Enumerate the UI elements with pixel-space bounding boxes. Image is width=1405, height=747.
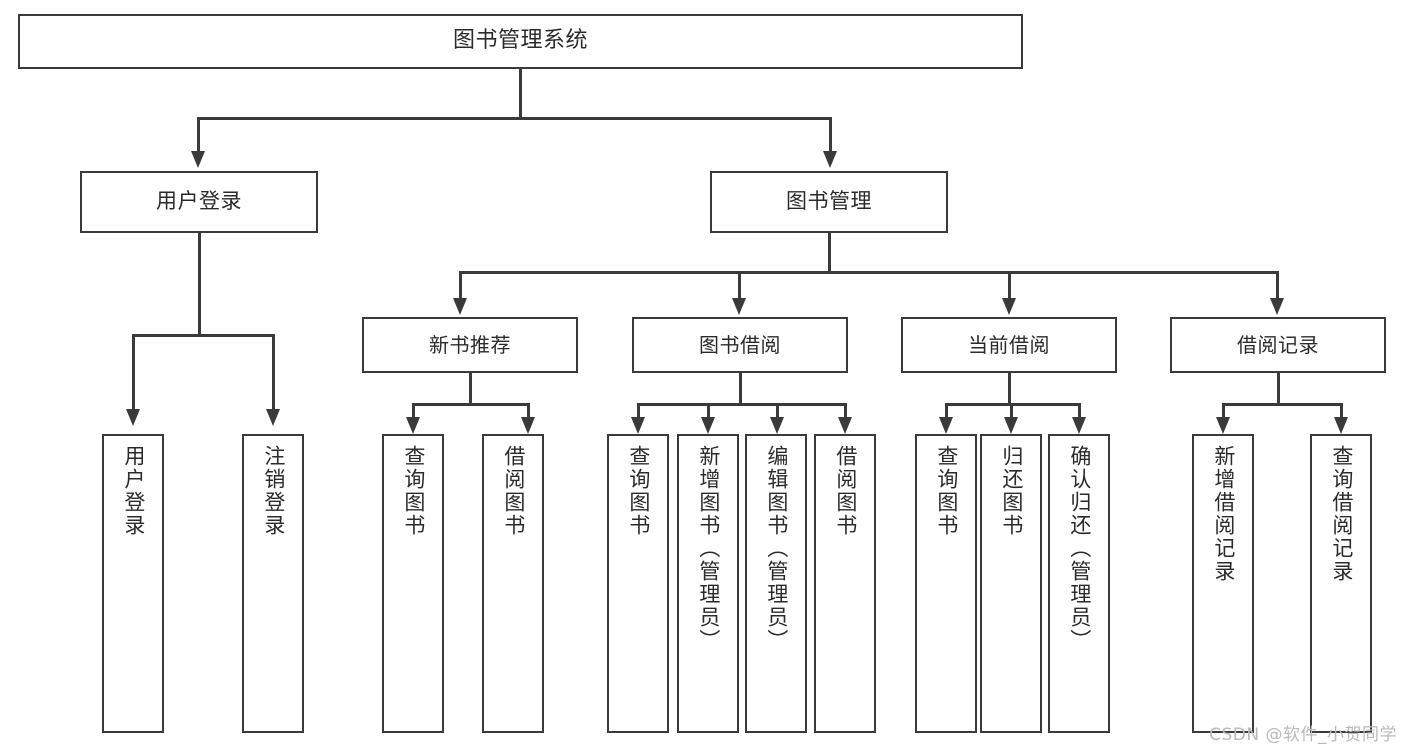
arrowhead-new-book-leaf-1 xyxy=(406,417,420,434)
leaf-new-book-query-book[interactable]: 查询图书 xyxy=(382,434,444,733)
node-root-book-management-system[interactable]: 图书管理系统 xyxy=(18,14,1023,69)
connector-book-borrow-to-leaf-2 xyxy=(707,403,710,417)
leaf-current-borrow-confirm-return-admin[interactable]: 确认归还（管理员） xyxy=(1048,434,1110,733)
connector-book-borrow-to-leaf-3 xyxy=(776,403,779,417)
node-label: 编辑图书（管理员） xyxy=(764,445,789,652)
connector-book-borrow-to-leaf-1 xyxy=(637,403,640,417)
connector-borrow-record-to-leaf-1 xyxy=(1222,403,1225,417)
connector-new-book-split-bar xyxy=(412,403,527,406)
connector-bm-to-borrow-record xyxy=(1276,271,1279,298)
leaf-book-borrow-borrow-book[interactable]: 借阅图书 xyxy=(814,434,876,733)
arrowhead-new-book-leaf-2 xyxy=(521,417,535,434)
node-current-borrow[interactable]: 当前借阅 xyxy=(901,317,1117,373)
leaf-user-login-logout[interactable]: 注销登录 xyxy=(242,434,304,733)
connector-book-borrow-split-bar xyxy=(637,403,846,406)
connector-bm-to-new-book xyxy=(459,271,462,298)
connector-book-borrow-to-leaf-4 xyxy=(844,403,847,417)
arrowhead-book-borrow-leaf-1 xyxy=(631,417,645,434)
arrowhead-borrow-record-leaf-2 xyxy=(1334,417,1348,434)
connector-current-borrow-to-leaf-2 xyxy=(1010,403,1013,417)
connector-borrow-record-to-leaf-2 xyxy=(1340,403,1343,417)
node-label: 确认归还（管理员） xyxy=(1067,445,1092,652)
connector-root-stem xyxy=(519,69,522,119)
csdn-watermark: CSDN @软件_小贺同学 xyxy=(1209,725,1397,745)
node-borrow-record[interactable]: 借阅记录 xyxy=(1170,317,1386,373)
connector-borrow-record-stem xyxy=(1277,373,1280,405)
connector-new-book-stem xyxy=(469,373,472,405)
node-label: 借阅图书 xyxy=(833,445,858,537)
connector-user-login-stem xyxy=(198,233,201,336)
connector-book-management-stem xyxy=(828,233,831,273)
connector-root-split-bar xyxy=(197,117,831,120)
connector-current-borrow-to-leaf-1 xyxy=(945,403,948,417)
connector-user-login-to-leaf-1 xyxy=(132,334,135,409)
leaf-borrow-record-add-record[interactable]: 新增借阅记录 xyxy=(1192,434,1254,733)
node-label: 用户登录 xyxy=(121,445,146,537)
leaf-current-borrow-return-book[interactable]: 归还图书 xyxy=(980,434,1042,733)
arrowhead-user-login-leaf-1 xyxy=(126,409,140,426)
node-book-management[interactable]: 图书管理 xyxy=(710,171,948,233)
node-new-book-recommend[interactable]: 新书推荐 xyxy=(362,317,578,373)
node-label: 新书推荐 xyxy=(429,332,511,357)
arrowhead-current-borrow-leaf-3 xyxy=(1072,417,1086,434)
arrowhead-bm-to-borrow-record xyxy=(1270,298,1284,315)
connector-borrow-record-split-bar xyxy=(1222,403,1342,406)
arrowhead-root-to-book-management xyxy=(823,151,837,168)
connector-new-book-to-leaf-2 xyxy=(527,403,530,417)
node-label: 查询图书 xyxy=(626,445,651,537)
leaf-book-borrow-query-book[interactable]: 查询图书 xyxy=(607,434,669,733)
node-label: 图书管理 xyxy=(786,189,872,214)
arrowhead-user-login-leaf-2 xyxy=(266,409,280,426)
leaf-new-book-borrow-book[interactable]: 借阅图书 xyxy=(482,434,544,733)
node-label: 用户登录 xyxy=(156,189,242,214)
node-label: 借阅记录 xyxy=(1237,332,1319,357)
arrowhead-borrow-record-leaf-1 xyxy=(1216,417,1230,434)
node-label: 注销登录 xyxy=(261,445,286,537)
node-book-borrow[interactable]: 图书借阅 xyxy=(632,317,848,373)
arrowhead-current-borrow-leaf-1 xyxy=(939,417,953,434)
connector-current-borrow-to-leaf-3 xyxy=(1078,403,1081,417)
node-label: 新增图书（管理员） xyxy=(696,445,721,652)
node-label: 查询图书 xyxy=(401,445,426,537)
node-label: 归还图书 xyxy=(999,445,1024,537)
node-label: 新增借阅记录 xyxy=(1211,445,1236,583)
node-label: 借阅图书 xyxy=(501,445,526,537)
arrowhead-book-borrow-leaf-3 xyxy=(770,417,784,434)
leaf-book-borrow-edit-book-admin[interactable]: 编辑图书（管理员） xyxy=(745,434,807,733)
arrowhead-root-to-user-login xyxy=(191,151,205,168)
leaf-book-borrow-add-book-admin[interactable]: 新增图书（管理员） xyxy=(677,434,739,733)
arrowhead-bm-to-new-book xyxy=(453,298,467,315)
leaf-borrow-record-query-record[interactable]: 查询借阅记录 xyxy=(1310,434,1372,733)
leaf-current-borrow-query-book[interactable]: 查询图书 xyxy=(915,434,977,733)
arrowhead-current-borrow-leaf-2 xyxy=(1004,417,1018,434)
node-label: 图书借阅 xyxy=(699,332,781,357)
node-label: 当前借阅 xyxy=(968,332,1050,357)
connector-user-login-to-leaf-2 xyxy=(272,334,275,409)
arrowhead-bm-to-current-borrow xyxy=(1002,298,1016,315)
connector-root-to-book-management xyxy=(829,117,832,151)
arrowhead-bm-to-book-borrow xyxy=(732,298,746,315)
node-label: 图书管理系统 xyxy=(452,28,588,54)
node-user-login[interactable]: 用户登录 xyxy=(80,171,318,233)
connector-new-book-to-leaf-1 xyxy=(412,403,415,417)
connector-bm-to-current-borrow xyxy=(1008,271,1011,298)
arrowhead-book-borrow-leaf-4 xyxy=(838,417,852,434)
connector-root-to-user-login xyxy=(197,117,200,151)
connector-book-borrow-stem xyxy=(739,373,742,405)
connector-current-borrow-stem xyxy=(1008,373,1011,405)
leaf-user-login-login[interactable]: 用户登录 xyxy=(102,434,164,733)
connector-user-login-split-bar xyxy=(132,334,274,337)
node-label: 查询图书 xyxy=(934,445,959,537)
arrowhead-book-borrow-leaf-2 xyxy=(701,417,715,434)
node-label: 查询借阅记录 xyxy=(1329,445,1354,583)
connector-bm-to-book-borrow xyxy=(738,271,741,298)
connector-book-management-split-bar xyxy=(459,271,1278,274)
